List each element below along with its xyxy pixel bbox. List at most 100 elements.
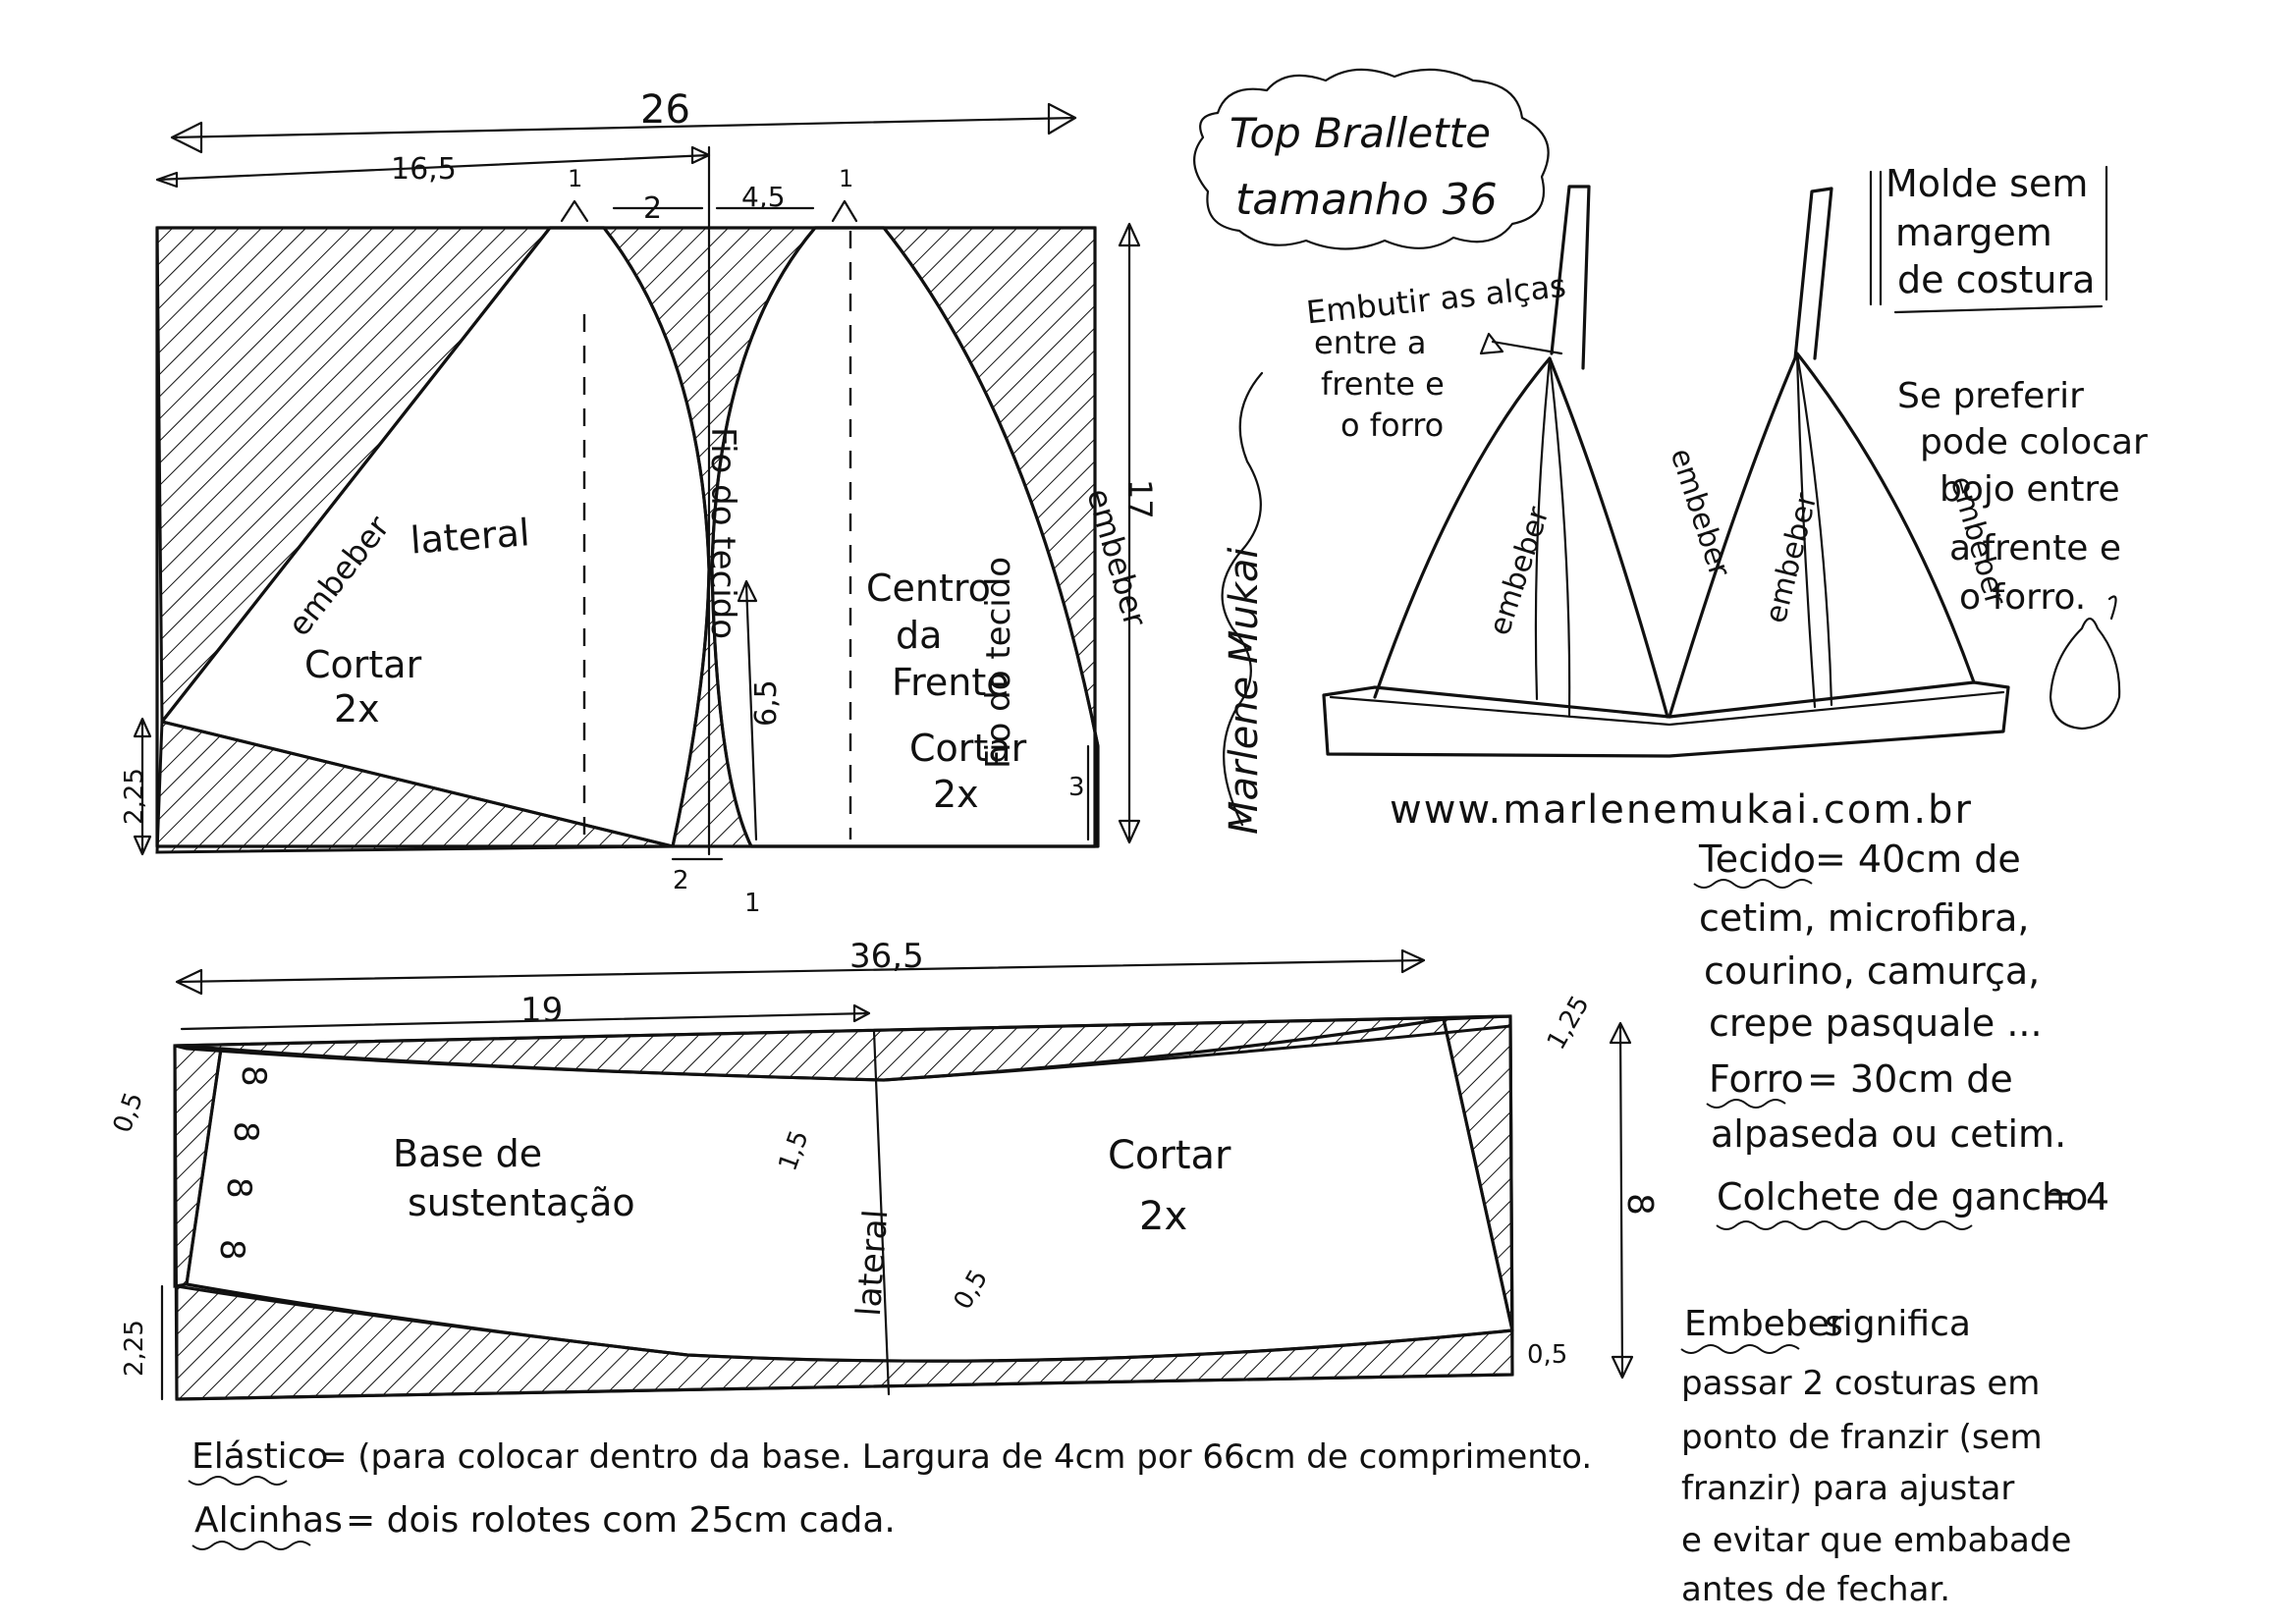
lateral-label: lateral — [409, 511, 530, 562]
base-dim-half-label: 19 — [520, 991, 563, 1030]
title-line2: tamanho 36 — [1235, 175, 1498, 225]
embutir-arrow — [1491, 340, 1563, 355]
cup-embeber-3: embeber — [1759, 489, 1825, 626]
hook-mark-3: 8 — [219, 1177, 258, 1199]
dim-center-height-label: 6,5 — [749, 679, 784, 727]
bojo-arrow — [2107, 595, 2117, 621]
molde-line2: margem — [1895, 211, 2052, 254]
website: www.marlenemukai.com.br — [1390, 787, 1973, 833]
base-dim-center-bottom-label: 0,5 — [949, 1265, 995, 1315]
dim-dart-right-label: 1 — [839, 165, 853, 192]
forro-line-1: = 30cm de — [1807, 1057, 2013, 1101]
signature-scribble — [1221, 371, 1264, 827]
dim-left-bottom-label: 2,25 — [120, 768, 149, 825]
strap-right — [1793, 187, 1833, 360]
dim-right-gap-label: 4,5 — [741, 181, 786, 213]
forro-line-2: alpaseda ou cetim. — [1711, 1112, 2066, 1156]
base-waste-bottom — [175, 1284, 1514, 1401]
colchete-value: = 4 — [2043, 1175, 2109, 1218]
dim-bottom-gap-label: 2 — [673, 866, 689, 895]
top-piece-border — [155, 226, 1097, 848]
center-qty-label: 2x — [933, 773, 979, 816]
center-cut-label: Cortar — [909, 727, 1027, 770]
base-dim-left-bottom-label: 2,25 — [120, 1320, 149, 1377]
right-cup-seam-2 — [1795, 352, 1833, 707]
base-pattern-piece: 36,5 19 1,25 8 0,5 1,5 0,5 0,5 2,25 8 8 … — [108, 937, 1660, 1401]
bottom-notes: Elástico = (para colocar dentro da base.… — [188, 1436, 1592, 1550]
tecido-label: Tecido — [1698, 838, 1816, 881]
base-name1: Base de — [393, 1132, 542, 1175]
bojo-line5: o forro. — [1959, 577, 2086, 618]
embeber-definition: Embeber significa passar 2 costuras em p… — [1680, 1304, 2071, 1609]
tecido-underline — [1693, 879, 1813, 889]
dim-left-width — [155, 145, 711, 189]
embeber-def-line-6: antes de fechar. — [1681, 1570, 1950, 1609]
base-dim-left-top-label: 0,5 — [108, 1089, 149, 1137]
base-center-line — [872, 1029, 891, 1396]
colchete-underline — [1716, 1220, 1973, 1230]
dim-top-gaps — [560, 199, 858, 223]
right-cup-seam-1 — [1795, 352, 1817, 709]
dim-total-width-label: 26 — [640, 87, 690, 133]
embutir-line4: o forro — [1340, 406, 1444, 444]
forro-label: Forro — [1709, 1057, 1804, 1101]
alcinhas-label: Alcinhas — [194, 1500, 343, 1541]
embeber-def-line-5: e evitar que embabade — [1681, 1521, 2071, 1560]
bra-band-inner — [1329, 690, 2005, 727]
title-line1: Top Brallette — [1230, 109, 1491, 157]
alcinhas-text: = dois rolotes com 25cm cada. — [346, 1500, 896, 1541]
embeber-def-line-4: franzir) para ajustar — [1681, 1469, 2014, 1508]
base-dim-total — [175, 948, 1426, 996]
colchete-label: Colchete de gancho — [1717, 1175, 2088, 1218]
hook-mark-1: 8 — [234, 1065, 273, 1087]
molde-line1: Molde sem — [1886, 162, 2088, 205]
base-dim-right-bottom-label: 0,5 — [1527, 1340, 1567, 1370]
base-dim-right-top-label: 1,25 — [1542, 991, 1596, 1055]
base-qty-label: 2x — [1139, 1194, 1187, 1239]
base-cut-label: Cortar — [1108, 1133, 1231, 1178]
center-front-outline — [710, 226, 1100, 848]
base-dim-height — [1609, 1021, 1634, 1380]
alcinhas-underline — [191, 1541, 311, 1550]
base-dim-half — [180, 1003, 871, 1031]
center-name3: Frente — [892, 661, 1010, 704]
embeber-def-underline — [1680, 1344, 1800, 1354]
dim-height-label: 17 — [1121, 479, 1159, 519]
elastico-underline — [188, 1476, 288, 1486]
dim-left-bottom — [133, 717, 152, 856]
base-dim-center-top-label: 1,5 — [773, 1126, 814, 1174]
base-outer-rect — [173, 1014, 1514, 1401]
bojo-pad-icon — [2049, 617, 2121, 731]
dim-dart-left-label: 1 — [568, 165, 582, 192]
base-name2: sustentação — [408, 1181, 635, 1224]
bra-band — [1322, 680, 2010, 758]
bojo-line4: a frente e — [1949, 528, 2121, 568]
lateral-grain-label: Fio do tecido — [703, 427, 742, 639]
top-pattern-piece: 26 16,5 1 2 4,5 1 17 2,25 6,5 2 1 3 late… — [120, 87, 1159, 918]
dim-left-width-label: 16,5 — [391, 152, 457, 187]
cup-embeber-1: embeber — [1483, 502, 1557, 639]
tecido-line-1: = 40cm de — [1815, 838, 2021, 881]
tecido-line-3: courino, camurça, — [1704, 949, 2040, 993]
dim-height — [1118, 222, 1141, 844]
hook-mark-4: 8 — [212, 1239, 251, 1261]
base-dim-height-label: 8 — [1619, 1193, 1660, 1216]
lateral-qty-label: 2x — [334, 687, 380, 731]
center-name2: da — [896, 614, 942, 657]
elastico-text: = (para colocar dentro da base. Largura … — [319, 1437, 1592, 1477]
bojo-line1: Se preferir — [1897, 376, 2084, 416]
title-cloud: Top Brallette tamanho 36 — [1193, 68, 1550, 250]
waste-left-lower — [155, 720, 674, 854]
hook-mark-2: 8 — [226, 1121, 265, 1143]
base-piece-outline — [185, 1017, 1514, 1363]
molde-note: Molde sem margem de costura — [1869, 162, 2108, 314]
tecido-line-4: crepe pasquale ... — [1709, 1001, 2043, 1045]
embutir-line3: frente e — [1321, 365, 1445, 403]
bojo-line3: bojo entre — [1940, 469, 2120, 510]
base-dim-total-label: 36,5 — [849, 937, 924, 976]
elastico-label: Elástico — [191, 1436, 329, 1477]
embutir-line1: Embutir as alças — [1304, 267, 1567, 332]
left-cup-seam-2 — [1548, 356, 1571, 717]
tecido-line-2: cetim, microfibra, — [1699, 896, 2029, 940]
